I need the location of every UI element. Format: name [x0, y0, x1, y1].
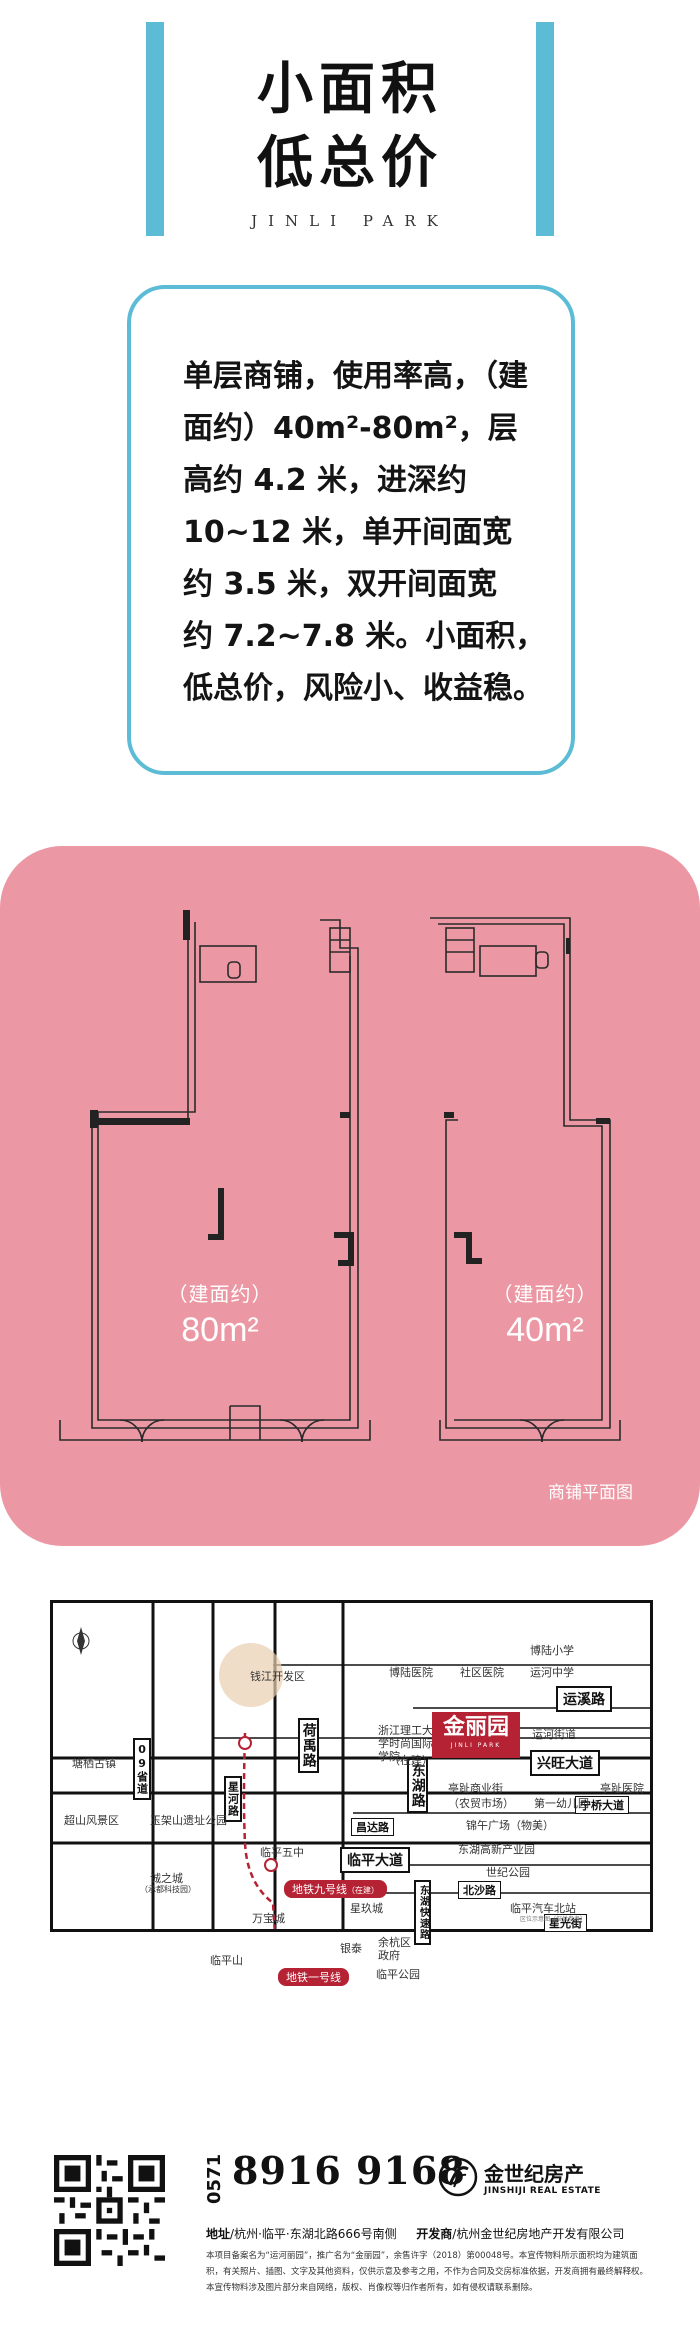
poi-kindergarten: 第一幼儿园	[534, 1797, 589, 1810]
unit-40-area: 40m²	[506, 1311, 584, 1349]
metro-9-text: 地铁九号线	[292, 1883, 347, 1896]
intro-line: 低总价，风险小、收益稳。	[183, 671, 543, 706]
poi-qiantang: 钱江开发区	[250, 1670, 305, 1683]
header-accent-bar-left	[146, 22, 164, 236]
road-xingguang: 星光街	[544, 1914, 587, 1932]
intro-line: 高约 4.2 米，进深约	[183, 463, 468, 498]
poi-yunhe-street: 运河街道	[532, 1728, 576, 1741]
poi-linping5: 临平五中	[260, 1846, 304, 1859]
unit-40-label-text: （建面约）	[492, 1284, 598, 1306]
metro-line	[242, 1732, 276, 1929]
poi-wanda: 锦午广场（物美）	[466, 1819, 554, 1832]
metro-1-label: 地铁一号线	[278, 1968, 349, 1986]
poi-tangqi: 塘栖古镇	[72, 1757, 116, 1770]
developer-label: 开发商	[416, 2227, 453, 2241]
poi-linping-auto: 临平汽车北站	[510, 1902, 576, 1915]
intro-line: 单层商铺，使用率高，（建	[183, 359, 528, 394]
unit-40-label: （建面约） 40m²	[470, 1278, 620, 1350]
poi-shiji: 世纪公园	[486, 1866, 530, 1879]
unit-80-label: （建面约） 80m²	[140, 1278, 300, 1350]
road-linping: 临平大道	[340, 1847, 410, 1873]
developer-sep: /	[452, 2227, 457, 2241]
intro-line: 约 3.5 米，双开间面宽	[183, 567, 498, 602]
poi-linping-park: 临平公园	[376, 1968, 420, 1981]
phone-area-code: 0571	[204, 2153, 225, 2204]
road-xingwang: 兴旺大道	[530, 1750, 600, 1776]
brand-logo-icon	[438, 2157, 478, 2197]
metro-9-note: （在建）	[347, 1886, 379, 1895]
poi-linpingshan: 临平山	[210, 1954, 243, 1967]
qr-code[interactable]	[54, 2152, 165, 2269]
poi-yuhang-gov: 余杭区政府	[378, 1936, 411, 1962]
poi-yujiashan: 玉架山遗址公园	[150, 1814, 227, 1827]
intro-line: 10~12 米，单开间面宽	[183, 515, 513, 550]
page-title-line-2: 低总价	[257, 131, 443, 196]
poi-xingyao: 星玖城	[350, 1902, 383, 1915]
page-title-line-1: 小面积	[257, 57, 443, 122]
road-09: 09省道	[133, 1738, 151, 1800]
poi-shequ-hospital: 社区医院	[460, 1666, 504, 1679]
brand-name-en: JINSHIJI REAL ESTATE	[484, 2186, 601, 2196]
poi-tingzhi-hospital: 亭趾医院	[600, 1782, 644, 1795]
poi-market: （农贸市场）	[448, 1797, 514, 1810]
project-logo: 金丽园 JINLI PARK	[432, 1712, 520, 1758]
poi-boai-hospital: 博陆医院	[389, 1666, 433, 1679]
poi-tingzhi-street: 亭趾商业街	[448, 1782, 503, 1795]
poi-yinhe: 银泰	[340, 1942, 362, 1955]
address-line: 地址/杭州·临平·东湖北路666号南侧 开发商/杭州金世纪房地产开发有限公司	[206, 2225, 624, 2242]
poi-industrial: 东湖高新产业园	[458, 1843, 535, 1856]
unit-80-label-text: （建面约）	[167, 1284, 273, 1306]
road-donghu-express: 东湖快速路	[414, 1880, 431, 1945]
poi-wanfang: 万宝城	[252, 1912, 285, 1925]
floor-plan-caption: 商铺平面图	[548, 1483, 633, 1502]
address-value: 杭州·临平·东湖北路666号南侧	[234, 2227, 397, 2241]
header-accent-bar-right	[536, 22, 554, 236]
poi-bolu-school: 博陆小学	[530, 1644, 574, 1657]
metro-9-label: 地铁九号线（在建）	[284, 1880, 387, 1898]
phone-number[interactable]: 8916 9168	[232, 2148, 466, 2193]
road-yunxi: 运溪路	[556, 1686, 612, 1712]
poi-yunhe-middle: 运河中学	[530, 1666, 574, 1679]
road-changda: 昌达路	[351, 1818, 394, 1836]
intro-line: 约 7.2~7.8 米。小面积，	[183, 619, 546, 654]
project-logo-sub: JINLI PARK	[450, 1742, 502, 1749]
poi-chaoshan: 超山风景区	[64, 1814, 119, 1827]
road-beisha: 北沙路	[458, 1881, 501, 1899]
project-logo-name: 金丽园	[442, 1714, 509, 1740]
road-ningqiao: 宁桥大道	[575, 1796, 629, 1814]
address-sep: /	[230, 2227, 235, 2241]
intro-line: 面约）40m²-80m²，层	[183, 411, 518, 446]
disclaimer: 本项目备案名为“运河丽园”，推广名为“金丽园”，余售许字（2018）第00048…	[206, 2251, 649, 2293]
unit-80-area: 80m²	[181, 1311, 259, 1349]
road-hema: 荷禹路	[298, 1718, 319, 1773]
poi-chengzhi: 诚之城	[150, 1872, 183, 1885]
road-donghu: 东湖路	[407, 1758, 428, 1813]
map-credit: 区位示意图（仅供参考）	[520, 1916, 587, 1923]
poi-zust-note: （在建）	[389, 1754, 433, 1767]
page-subtitle: JINLI PARK	[251, 212, 449, 230]
poi-chengzhi-note: （承都科技园）	[140, 1885, 196, 1894]
address-label: 地址	[206, 2227, 231, 2241]
intro-text-box: 单层商铺，使用率高，（建 面约）40m²-80m²，层 高约 4.2 米，进深约…	[127, 285, 575, 775]
road-xinghe: 星河路	[224, 1776, 242, 1822]
qiantang-zone	[219, 1643, 283, 1707]
brand-name: 金世纪房产	[484, 2162, 584, 2186]
poi-zust: 浙江理工大学时尚国际学院	[378, 1724, 433, 1763]
developer-value: 杭州金世纪房地产开发有限公司	[456, 2227, 625, 2241]
